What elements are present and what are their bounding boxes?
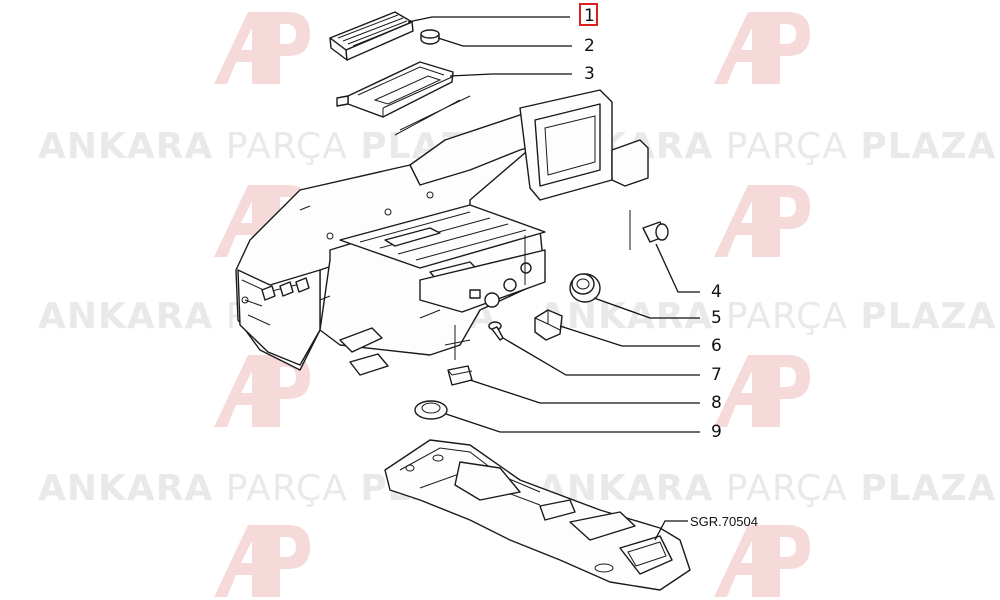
callout-5[interactable]: 5 (711, 308, 722, 328)
reference-code: SGR.70504 (690, 514, 758, 529)
part-2-nut[interactable] (420, 29, 440, 45)
part-1-filter[interactable] (329, 11, 414, 61)
heater-housing (235, 89, 649, 376)
callout-9[interactable]: 9 (711, 422, 722, 442)
part-9-grommet[interactable] (414, 400, 448, 420)
part-4-bulb-holder[interactable] (642, 221, 669, 243)
callout-2[interactable]: 2 (584, 36, 595, 56)
part-7-screw[interactable] (488, 321, 504, 341)
part-3-tray[interactable] (336, 61, 454, 118)
callout-8[interactable]: 8 (711, 393, 722, 413)
center-console (384, 439, 691, 591)
callout-1-highlight (579, 3, 598, 26)
callout-3[interactable]: 3 (584, 64, 595, 84)
callout-7[interactable]: 7 (711, 365, 722, 385)
callout-1[interactable]: 1 (584, 6, 595, 26)
leader-lines (407, 16, 700, 541)
callout-4[interactable]: 4 (711, 282, 722, 302)
part-5-knob[interactable] (569, 273, 601, 303)
part-8-clip[interactable] (447, 365, 473, 386)
part-6-switch[interactable] (534, 309, 563, 341)
callout-6[interactable]: 6 (711, 336, 722, 356)
